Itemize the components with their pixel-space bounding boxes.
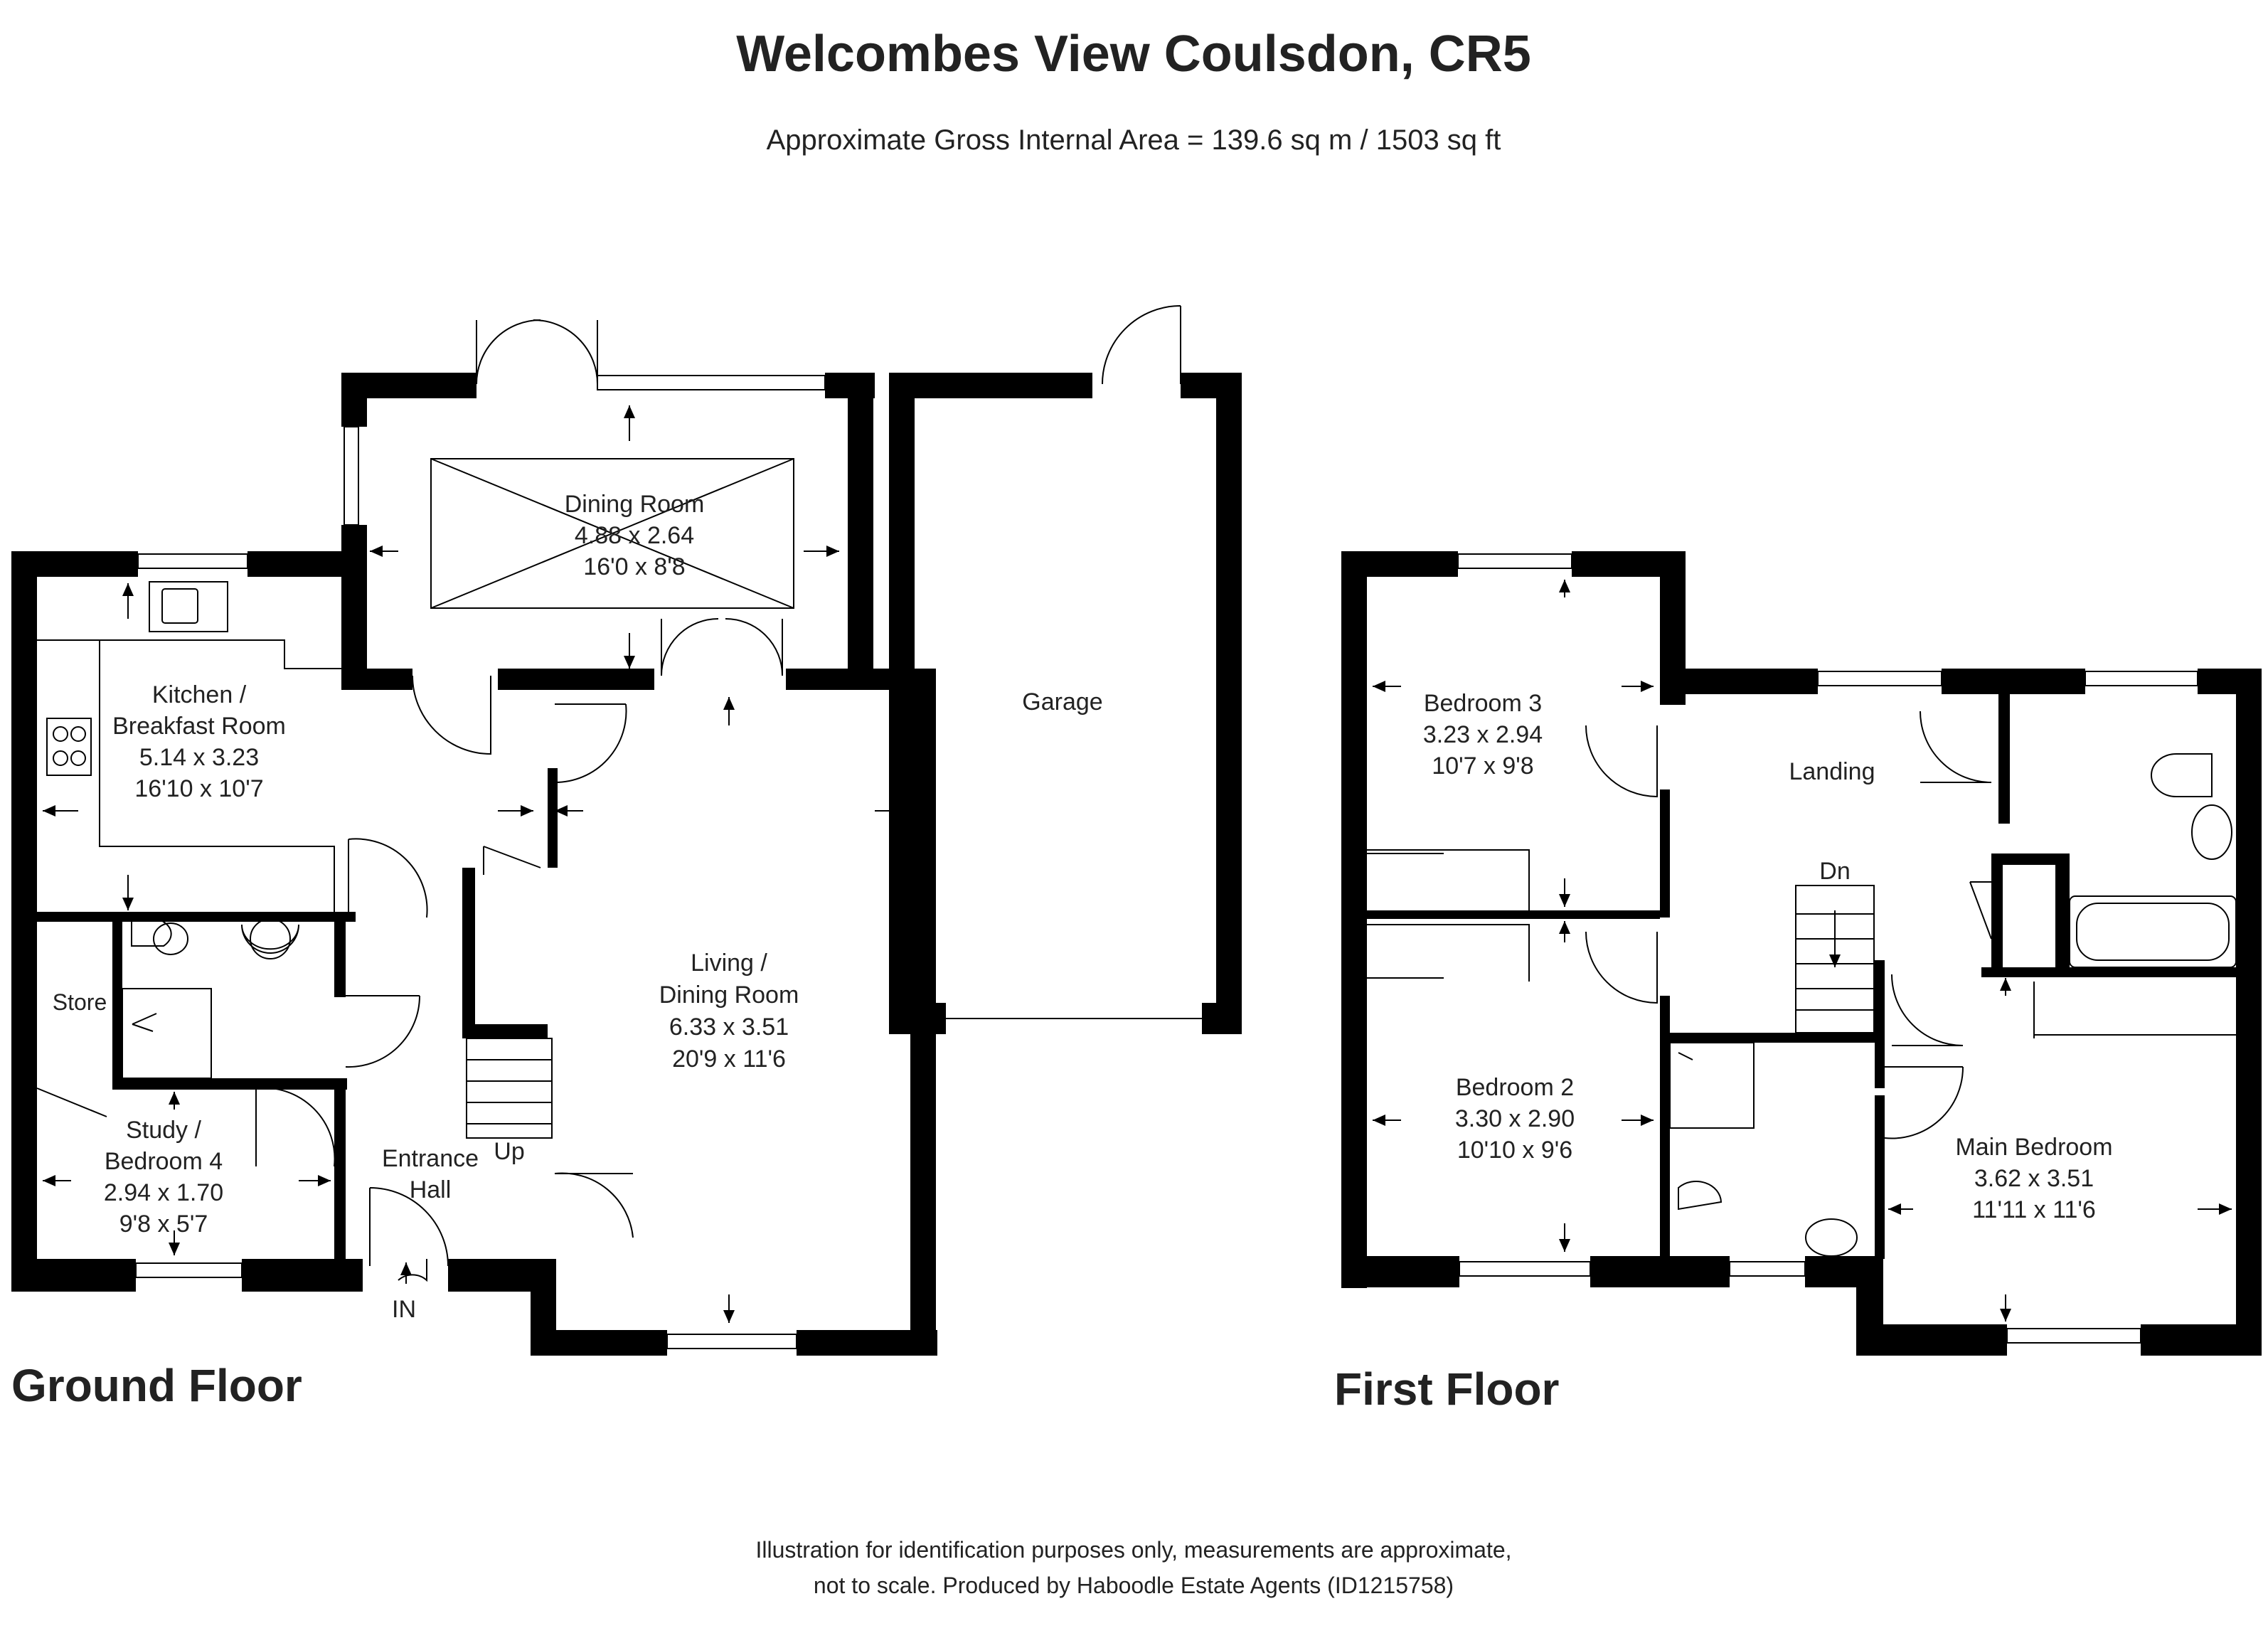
svg-text:Main Bedroom: Main Bedroom: [1955, 1134, 2112, 1161]
stair-up-label: Up: [494, 1138, 524, 1165]
disclaimer-line-1: Illustration for identification purposes…: [755, 1537, 1511, 1563]
svg-text:Hall: Hall: [410, 1176, 452, 1203]
svg-text:6.33 x 3.51: 6.33 x 3.51: [669, 1014, 789, 1041]
stair-down-label: Dn: [1819, 858, 1850, 885]
svg-text:2.94 x 1.70: 2.94 x 1.70: [104, 1179, 223, 1206]
area-summary: Approximate Gross Internal Area = 139.6 …: [767, 124, 1501, 156]
svg-text:Study /: Study /: [126, 1117, 201, 1144]
svg-text:11'11 x 11'6: 11'11 x 11'6: [1972, 1196, 2096, 1223]
svg-text:Breakfast Room: Breakfast Room: [112, 713, 286, 740]
svg-text:20'9 x 11'6: 20'9 x 11'6: [672, 1046, 786, 1073]
svg-text:4.88 x 2.64: 4.88 x 2.64: [575, 522, 694, 549]
svg-text:3.62 x 3.51: 3.62 x 3.51: [1974, 1165, 2094, 1192]
svg-text:Dining Room: Dining Room: [565, 491, 705, 518]
disclaimer-line-2: not to scale. Produced by Haboodle Estat…: [814, 1573, 1454, 1598]
room-label-bedroom-3: Bedroom 3 3.23 x 2.94 10'7 x 9'8: [1423, 690, 1543, 780]
room-label-study: Study / Bedroom 4 2.94 x 1.70 9'8 x 5'7: [104, 1117, 223, 1238]
ground-floor-title: Ground Floor: [11, 1360, 302, 1411]
svg-text:Entrance: Entrance: [382, 1145, 479, 1172]
room-label-hall: Entrance Hall: [382, 1145, 479, 1203]
svg-text:10'7 x 9'8: 10'7 x 9'8: [1432, 752, 1533, 780]
room-label-main-bedroom: Main Bedroom 3.62 x 3.51 11'11 x 11'6: [1955, 1134, 2112, 1223]
svg-text:3.23 x 2.94: 3.23 x 2.94: [1423, 721, 1543, 748]
room-label-kitchen: Kitchen / Breakfast Room 5.14 x 3.23 16'…: [112, 681, 286, 802]
room-label-bedroom-2: Bedroom 2 3.30 x 2.90 10'10 x 9'6: [1455, 1074, 1575, 1164]
room-label-store: Store: [53, 989, 107, 1015]
svg-text:Bedroom 2: Bedroom 2: [1456, 1074, 1574, 1101]
svg-text:3.30 x 2.90: 3.30 x 2.90: [1455, 1105, 1575, 1132]
svg-text:Dining Room: Dining Room: [659, 982, 799, 1009]
ground-floor-walls: [11, 373, 1242, 1356]
ground-floor-dimension-arrows: [43, 405, 903, 1323]
svg-text:Bedroom 4: Bedroom 4: [105, 1148, 223, 1175]
first-floor-fixtures: [1367, 753, 2237, 1257]
svg-text:16'0 x 8'8: 16'0 x 8'8: [583, 553, 685, 580]
first-floor-walls: [1341, 551, 2262, 1356]
room-label-garage: Garage: [1022, 688, 1102, 716]
svg-text:10'10 x 9'6: 10'10 x 9'6: [1457, 1137, 1572, 1164]
svg-text:Living /: Living /: [691, 950, 767, 977]
first-floor-dimension-arrows: [1373, 580, 2232, 1321]
room-label-landing: Landing: [1789, 758, 1875, 785]
ground-floor-doors: [36, 305, 1181, 1267]
ground-floor-windows: [135, 375, 1202, 1349]
first-floor-doors: [1585, 711, 1992, 1139]
room-label-living: Living / Dining Room 6.33 x 3.51 20'9 x …: [659, 950, 799, 1073]
ground-floor-fixtures: [37, 458, 794, 1139]
svg-text:5.14 x 3.23: 5.14 x 3.23: [139, 744, 259, 771]
svg-text:Bedroom 3: Bedroom 3: [1424, 690, 1542, 717]
room-label-dining: Dining Room 4.88 x 2.64 16'0 x 8'8: [565, 491, 705, 580]
plan-title: Welcombes View Coulsdon, CR5: [736, 26, 1531, 83]
svg-text:9'8 x 5'7: 9'8 x 5'7: [119, 1211, 208, 1238]
first-floor-windows: [1457, 553, 2198, 1344]
svg-text:Kitchen /: Kitchen /: [152, 681, 247, 708]
svg-text:16'10 x 10'7: 16'10 x 10'7: [134, 775, 263, 802]
first-floor-title: First Floor: [1334, 1363, 1559, 1415]
entrance-in-label: IN: [392, 1296, 416, 1323]
